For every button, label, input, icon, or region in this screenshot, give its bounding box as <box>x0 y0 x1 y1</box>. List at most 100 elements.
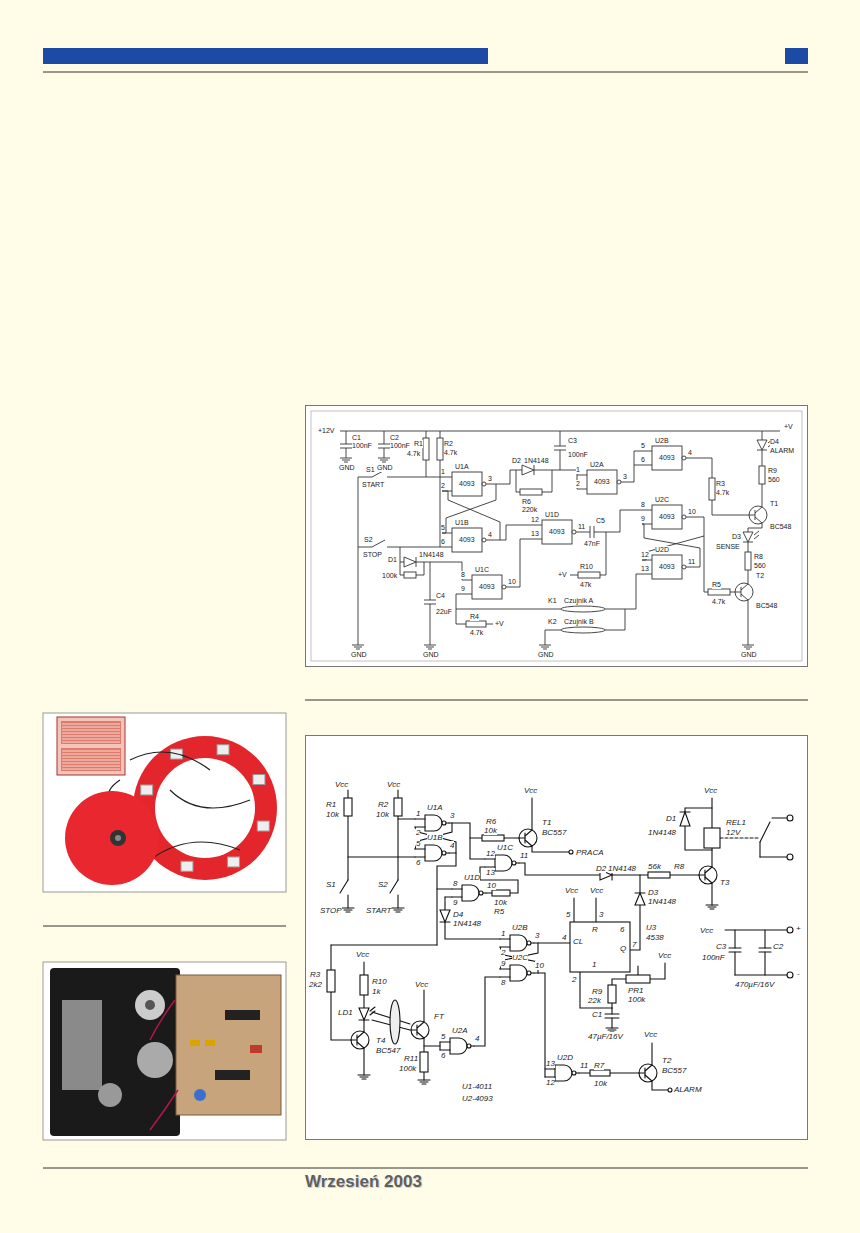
wire <box>560 450 561 470</box>
solar-stripe <box>62 766 120 767</box>
component-label: GND <box>538 651 554 659</box>
resistor-symbol <box>745 552 751 570</box>
component-label: SENSE <box>716 543 740 551</box>
component-label: 470µF/16V <box>735 980 774 989</box>
component-label: +V <box>558 571 567 579</box>
component-label: C1 <box>352 434 361 442</box>
wire <box>594 510 642 532</box>
component-label: R5 <box>494 907 504 916</box>
solar-stripe <box>62 736 120 737</box>
terminal <box>668 1088 672 1092</box>
gate-bubble <box>682 565 686 569</box>
component-label: CL <box>573 937 583 946</box>
resistor-symbol <box>708 589 730 595</box>
wire <box>642 451 652 452</box>
component-label: Vcc <box>387 780 400 789</box>
component-label: 1N4148 <box>524 457 549 465</box>
component-label: 12 <box>546 1078 555 1087</box>
wire <box>416 562 424 575</box>
wire <box>445 896 452 897</box>
led-arrow <box>370 1007 375 1011</box>
wire <box>384 431 385 444</box>
component-label: C2 <box>773 942 783 951</box>
component-label: 12V <box>726 828 740 837</box>
component-label: U3 <box>646 923 656 932</box>
component-label: 4.7k <box>716 489 729 497</box>
wire <box>363 962 364 975</box>
wire <box>519 863 600 875</box>
wire <box>531 942 534 943</box>
wire <box>531 972 534 973</box>
wire <box>734 930 735 948</box>
wire <box>500 938 510 939</box>
gate-bubble <box>479 891 483 895</box>
component-label: 100k <box>399 1064 416 1073</box>
wire <box>554 446 566 447</box>
photo <box>43 962 286 1140</box>
transistor-lead <box>525 830 532 836</box>
led-symbol <box>359 1008 369 1020</box>
wire <box>437 888 452 889</box>
transistor-symbol <box>699 866 717 884</box>
ground-symbol <box>344 462 348 463</box>
wire <box>545 1068 555 1069</box>
ground-symbol <box>358 1074 370 1075</box>
resistor-symbol <box>482 835 504 841</box>
wire <box>346 448 347 458</box>
component-label: Vcc <box>335 780 348 789</box>
resistor-symbol <box>759 466 765 484</box>
terminal <box>787 854 793 860</box>
ground-symbol <box>340 458 352 459</box>
wire <box>577 489 587 490</box>
wire <box>363 1020 364 1032</box>
component-label: 2 <box>572 975 576 984</box>
component-label: C5 <box>596 517 605 525</box>
component-label: 4.7k <box>712 598 725 606</box>
wire <box>442 533 452 534</box>
component-label: C1 <box>592 1010 602 1019</box>
wire <box>390 880 398 893</box>
component-label: R8 <box>674 862 684 871</box>
component-label: 11 <box>580 1061 588 1070</box>
component-label: U2D <box>655 546 669 554</box>
component-label: 6 <box>641 456 645 464</box>
component-label: R5 <box>712 581 721 589</box>
wire <box>446 822 449 823</box>
led-arrow <box>370 1011 375 1015</box>
wire <box>600 532 606 575</box>
component-label: 100nF <box>390 442 410 450</box>
transistor-lead <box>351 1039 357 1040</box>
led-arrow <box>754 531 759 535</box>
component-label: 9 <box>501 959 505 968</box>
wire <box>560 431 561 446</box>
wire <box>642 465 652 466</box>
ground-symbol <box>356 649 360 650</box>
component-label: PR1 <box>628 986 644 995</box>
page-number-box <box>785 48 808 64</box>
wire <box>764 952 765 975</box>
solar-stripe <box>62 739 120 740</box>
wire <box>358 477 359 645</box>
wire <box>612 979 626 985</box>
component-label: U2A <box>452 1026 468 1035</box>
wire <box>442 491 452 492</box>
wire <box>764 930 765 948</box>
solar-stripe <box>62 754 120 755</box>
wire <box>670 874 699 875</box>
transistor-lead <box>735 592 741 593</box>
component-label: 1 <box>576 466 580 474</box>
component-label: 13 <box>641 565 649 573</box>
rule-line <box>305 700 808 701</box>
nand-gate <box>652 446 682 470</box>
cable <box>150 1000 175 1040</box>
component-label: U2A <box>590 461 604 469</box>
component-label: Vcc <box>524 786 537 795</box>
component-label: R <box>592 925 598 934</box>
component-label: 10 <box>688 508 696 516</box>
page-furniture <box>43 48 808 1168</box>
component-label: 560 <box>768 476 780 484</box>
resistor-symbol <box>394 798 402 816</box>
sensor-loop <box>561 606 605 612</box>
component-label: 4093 <box>659 454 675 462</box>
